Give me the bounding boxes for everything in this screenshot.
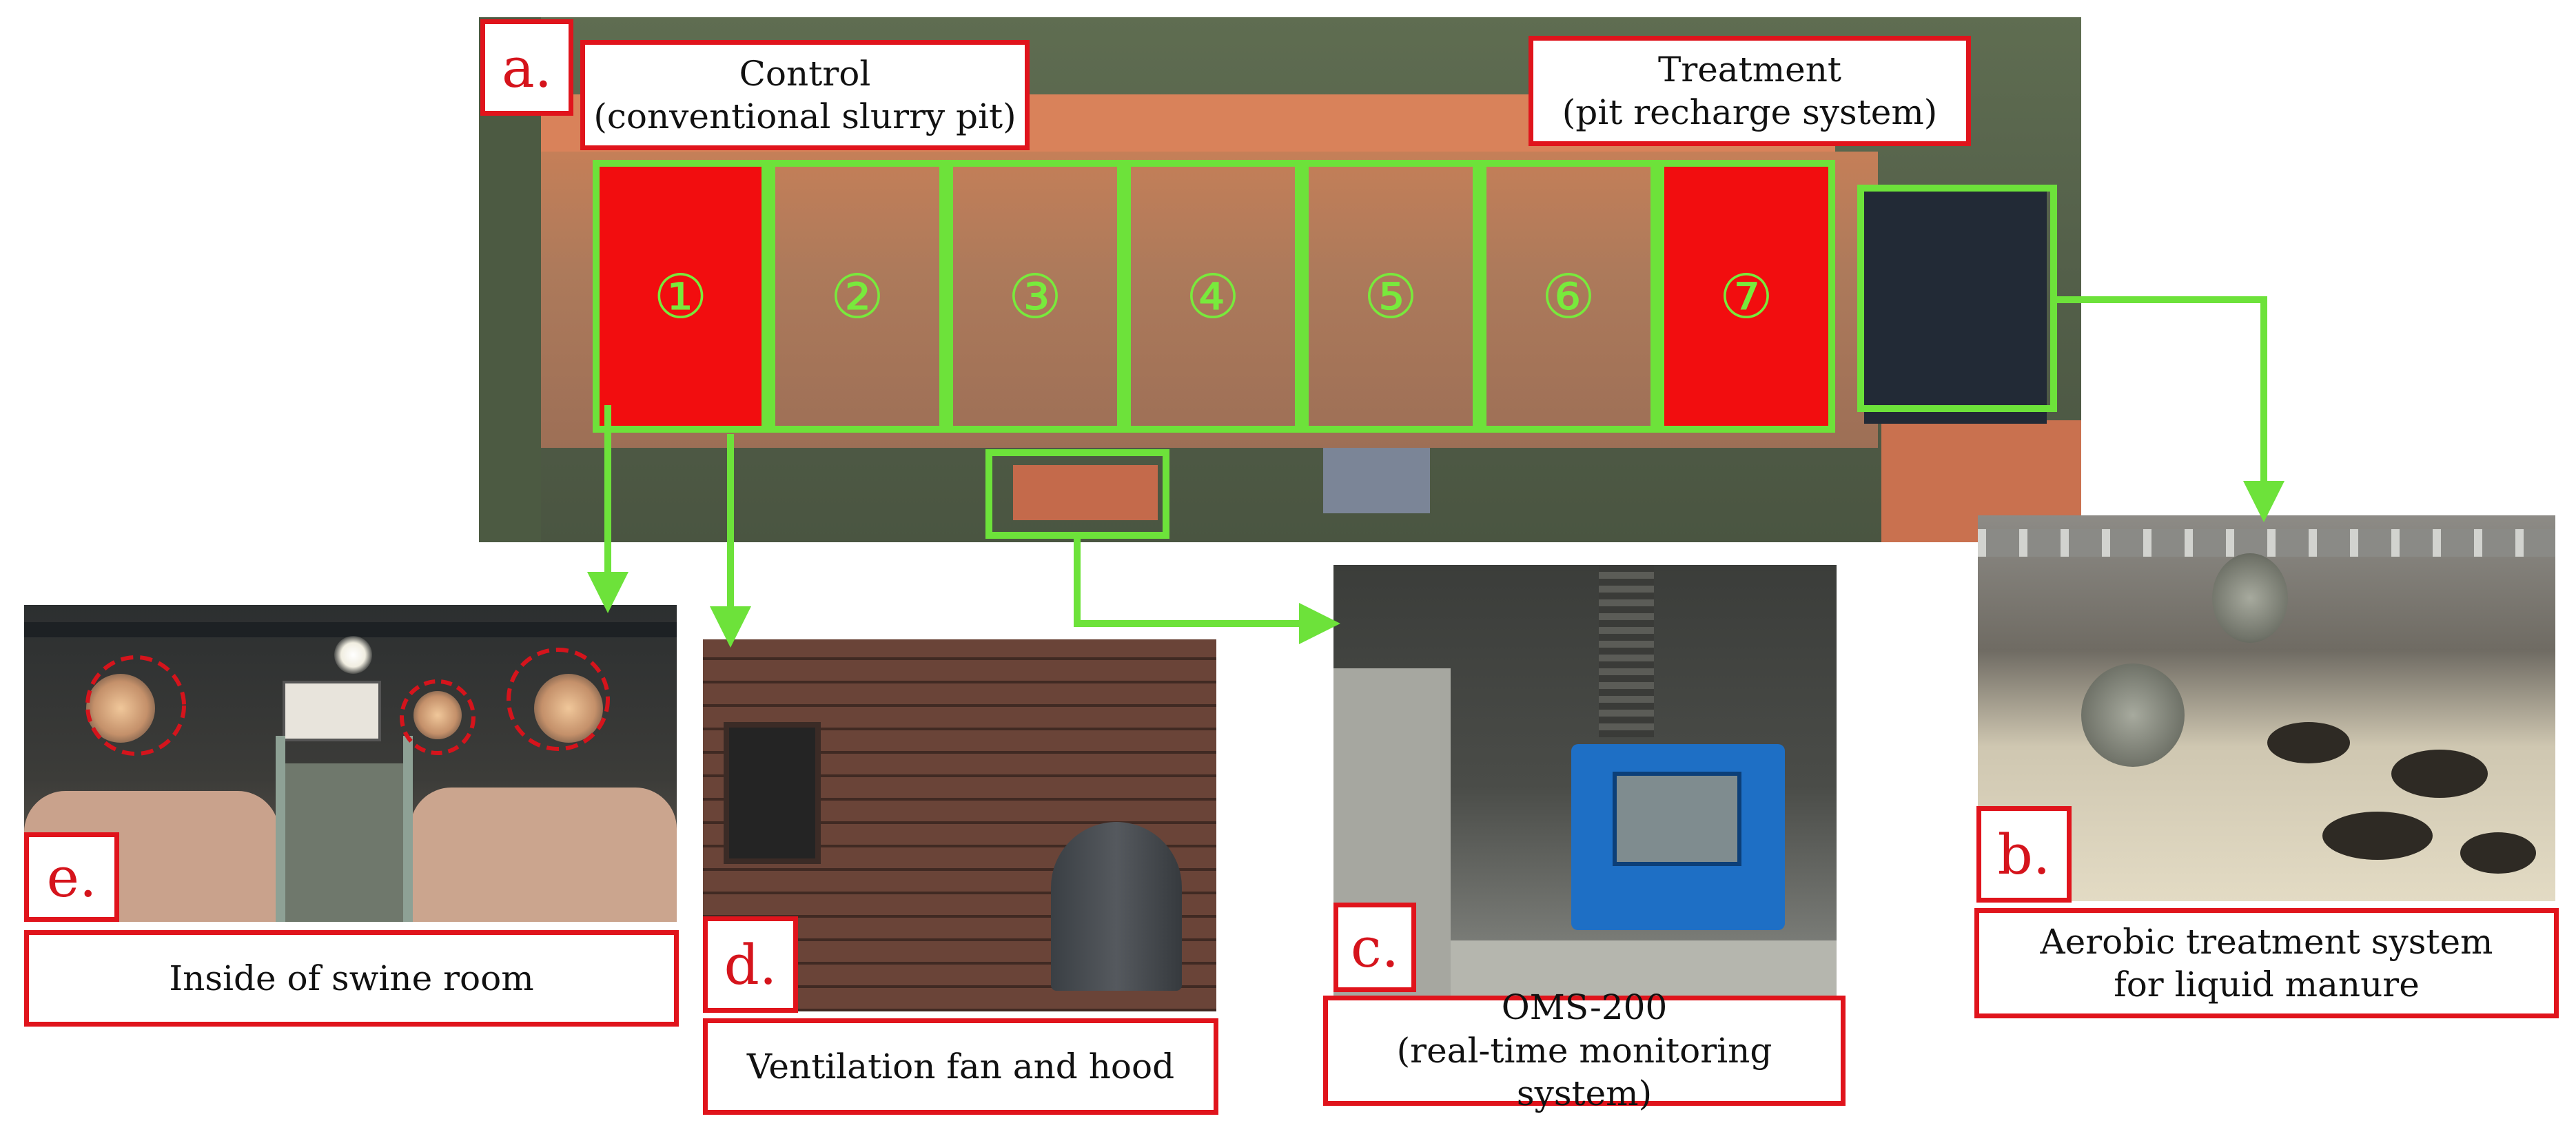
oms-exhaust-duct: [1599, 565, 1654, 737]
manure-patch-3: [2322, 812, 2433, 860]
arrow-down-icon: [2057, 296, 2284, 522]
treatment-tank-outline: [1857, 185, 2057, 412]
fan-glow-left: [86, 674, 155, 743]
window-back: [283, 681, 381, 741]
fan-glow-middle: [413, 691, 462, 739]
treatment-label-line2: (pit recharge system): [1562, 92, 1938, 132]
panel-e-caption: Inside of swine room: [24, 930, 679, 1027]
swine-room-ceiling-beam: [24, 622, 677, 637]
panel-b-caption: Aerobic treatment system for liquid manu…: [1974, 908, 2559, 1018]
panel-c-caption: OMS-200 (real-time monitoring system): [1323, 987, 1846, 1113]
fan-glow-right: [534, 674, 603, 743]
room-4: ④: [1124, 160, 1302, 433]
manure-patch-1: [2267, 722, 2350, 763]
panel-b-letter: b.: [1976, 806, 2072, 903]
aisle-rail-right: [403, 736, 413, 922]
swine-room-photo: [24, 605, 677, 922]
panel-a-letter: a.: [480, 19, 573, 116]
treatment-label: Treatment (pit recharge system): [1529, 36, 1971, 146]
aerobic-photo: [1978, 515, 2555, 901]
ceiling-light: [334, 636, 372, 674]
wall-window: [724, 722, 821, 864]
control-label: Control (conventional slurry pit): [580, 40, 1030, 150]
aerator-right: [2212, 553, 2288, 643]
control-label-line2: (conventional slurry pit): [593, 96, 1016, 136]
treatment-label-line1: Treatment: [1657, 49, 1842, 90]
manure-patch-2: [2391, 750, 2488, 798]
aerial-small-building: [1013, 465, 1158, 520]
room-6: ⑥: [1480, 160, 1657, 433]
dashed-circle-marker: [85, 655, 186, 756]
aerial-grey-shed: [1323, 448, 1430, 513]
arrow-right-icon: [1074, 539, 1340, 644]
tank-railing: [1978, 529, 2555, 557]
room-5: ⑤: [1302, 160, 1480, 433]
panel-d-caption: Ventilation fan and hood: [703, 1018, 1218, 1115]
dashed-circle-marker: [507, 648, 610, 751]
dashed-circle-marker: [400, 679, 476, 755]
panel-c-letter: c.: [1333, 903, 1416, 992]
aerial-treatment-tanks: [1864, 189, 2047, 424]
panel-b-caption-line2: for liquid manure: [2114, 965, 2420, 1005]
room-7: ⑦: [1657, 160, 1835, 433]
oms-screen: [1613, 772, 1741, 866]
center-aisle: [279, 763, 410, 922]
panel-d-letter: d.: [703, 916, 798, 1013]
room-2: ②: [768, 160, 946, 433]
ventilation-photo: [703, 639, 1216, 1011]
manure-patch-4: [2460, 832, 2536, 874]
aerator-left: [2081, 663, 2185, 767]
aisle-rail-left: [276, 736, 285, 922]
panel-e-letter: e.: [24, 832, 119, 922]
panel-c-caption-line2: (real-time monitoring system): [1396, 1030, 1772, 1114]
control-label-line1: Control: [739, 53, 871, 94]
ventilation-hood: [1051, 822, 1182, 991]
panel-c-caption-line1: OMS-200: [1501, 987, 1668, 1028]
pig-group-right: [410, 788, 677, 922]
room-3: ③: [946, 160, 1124, 433]
room-1: ①: [593, 160, 768, 433]
monitor-building-outline: [985, 449, 1169, 539]
oms-shelf: [1451, 940, 1837, 1006]
panel-b-caption-line1: Aerobic treatment system: [2040, 921, 2493, 962]
